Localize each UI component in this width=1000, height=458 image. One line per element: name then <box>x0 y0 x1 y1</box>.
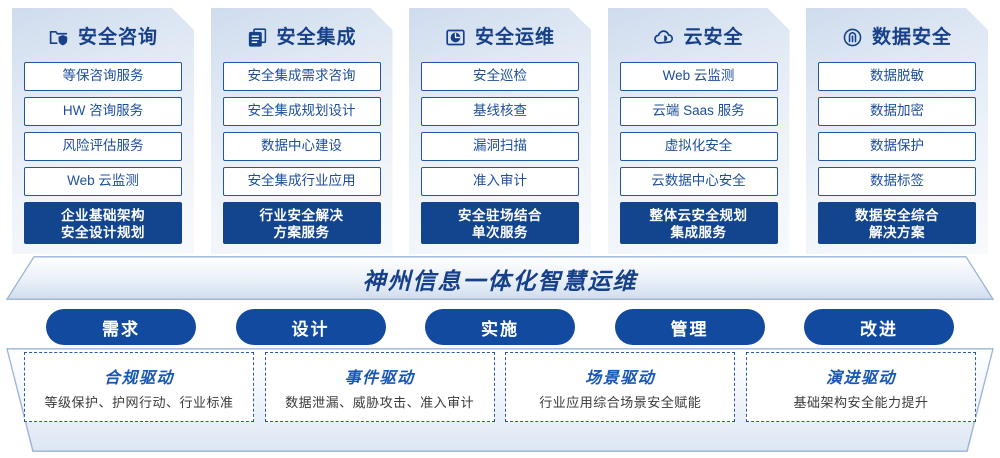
phase-pill-requirements[interactable]: 需求 <box>46 309 196 345</box>
driver-title: 演进驱动 <box>825 369 896 387</box>
list-item[interactable]: 基线核查 <box>421 97 579 126</box>
phase-pill-row: 需求 设计 实施 管理 改进 <box>0 309 1000 347</box>
list-item[interactable]: HW 咨询服务 <box>24 97 182 126</box>
drivers-row: 合规驱动 等级保护、护网行动、行业标准 事件驱动 数据泄漏、威胁攻击、准入审计 … <box>24 352 976 424</box>
list-item[interactable]: Web 云监测 <box>24 167 182 196</box>
phase-pill-improvement[interactable]: 改进 <box>804 309 954 345</box>
card-summary-line: 行业安全解决 <box>259 208 344 223</box>
pillar-card-security-operations[interactable]: 安全运维 安全巡检 基线核查 漏洞扫描 准入审计 安全驻场结合 单次服务 <box>409 8 591 254</box>
card-summary-line: 单次服务 <box>472 225 528 240</box>
card-header: 安全集成 <box>223 18 381 56</box>
driver-description: 行业应用综合场景安全赋能 <box>539 394 702 410</box>
card-item-list: Web 云监测 云端 Saas 服务 虚拟化安全 云数据中心安全 整体云安全规划… <box>620 62 778 244</box>
folder-chart-icon <box>445 26 467 48</box>
list-item[interactable]: 数据保护 <box>818 132 976 161</box>
list-item[interactable]: 风险评估服务 <box>24 132 182 161</box>
card-summary[interactable]: 数据安全综合 解决方案 <box>818 202 976 244</box>
pillar-card-security-consulting[interactable]: 安全咨询 等保咨询服务 HW 咨询服务 风险评估服务 Web 云监测 企业基础架… <box>12 8 194 254</box>
driver-description: 基础架构安全能力提升 <box>793 394 929 410</box>
card-summary[interactable]: 安全驻场结合 单次服务 <box>421 202 579 244</box>
card-item-list: 安全集成需求咨询 安全集成规划设计 数据中心建设 安全集成行业应用 行业安全解决… <box>223 62 381 244</box>
card-header: 云安全 <box>620 18 778 56</box>
card-summary[interactable]: 整体云安全规划 集成服务 <box>620 202 778 244</box>
list-item[interactable]: Web 云监测 <box>620 62 778 91</box>
list-item[interactable]: 安全集成需求咨询 <box>223 62 381 91</box>
driver-box-compliance[interactable]: 合规驱动 等级保护、护网行动、行业标准 <box>24 352 254 422</box>
card-header: 数据安全 <box>818 18 976 56</box>
card-summary-line: 安全驻场结合 <box>458 208 542 223</box>
driver-title: 场景驱动 <box>585 369 656 387</box>
list-item[interactable]: 漏洞扫描 <box>421 132 579 161</box>
driver-box-evolution[interactable]: 演进驱动 基础架构安全能力提升 <box>745 352 976 422</box>
list-item[interactable]: 安全巡检 <box>421 62 579 91</box>
card-summary-line: 整体云安全规划 <box>649 208 748 223</box>
card-summary-line: 集成服务 <box>670 225 727 240</box>
card-item-list: 安全巡检 基线核查 漏洞扫描 准入审计 安全驻场结合 单次服务 <box>421 62 579 244</box>
documents-stack-icon <box>246 26 268 48</box>
platform-banner: 神州信息一体化智慧运维 <box>6 256 994 300</box>
card-item-list: 数据脱敏 数据加密 数据保护 数据标签 数据安全综合 解决方案 <box>818 62 976 244</box>
list-item[interactable]: 云端 Saas 服务 <box>620 97 778 126</box>
driver-title: 合规驱动 <box>103 369 174 387</box>
card-summary-line: 数据安全综合 <box>855 208 939 223</box>
list-item[interactable]: 数据标签 <box>818 167 976 196</box>
list-item[interactable]: 虚拟化安全 <box>620 132 778 161</box>
list-item[interactable]: 数据脱敏 <box>818 62 976 91</box>
card-title: 安全集成 <box>276 26 357 48</box>
card-title: 安全运维 <box>474 26 555 48</box>
pillar-card-data-security[interactable]: 数据安全 数据脱敏 数据加密 数据保护 数据标签 数据安全综合 解决方案 <box>806 8 988 254</box>
card-summary-line: 企业基础架构 <box>61 208 145 223</box>
pillar-card-cloud-security[interactable]: 云安全 Web 云监测 云端 Saas 服务 虚拟化安全 云数据中心安全 整体云… <box>608 8 790 254</box>
cloud-icon <box>653 26 675 48</box>
driver-description: 等级保护、护网行动、行业标准 <box>44 394 234 410</box>
folder-shield-icon <box>48 26 70 48</box>
card-header: 安全咨询 <box>24 18 182 56</box>
card-title: 云安全 <box>683 26 744 48</box>
driver-description: 数据泄漏、威胁攻击、准入审计 <box>285 394 475 410</box>
driver-title: 事件驱动 <box>344 369 415 387</box>
driver-box-incident[interactable]: 事件驱动 数据泄漏、威胁攻击、准入审计 <box>264 352 495 422</box>
pillar-cards-row: 安全咨询 等保咨询服务 HW 咨询服务 风险评估服务 Web 云监测 企业基础架… <box>0 8 1000 256</box>
card-title: 安全咨询 <box>77 26 158 48</box>
list-item[interactable]: 云数据中心安全 <box>620 167 778 196</box>
card-summary-line: 方案服务 <box>273 225 330 240</box>
list-item[interactable]: 安全集成规划设计 <box>223 97 381 126</box>
card-summary[interactable]: 行业安全解决 方案服务 <box>223 202 381 244</box>
phase-pill-implementation[interactable]: 实施 <box>425 309 575 345</box>
card-item-list: 等保咨询服务 HW 咨询服务 风险评估服务 Web 云监测 企业基础架构 安全设… <box>24 62 182 244</box>
platform-banner-title: 神州信息一体化智慧运维 <box>362 268 638 294</box>
card-summary[interactable]: 企业基础架构 安全设计规划 <box>24 202 182 244</box>
list-item[interactable]: 数据加密 <box>818 97 976 126</box>
pillar-card-security-integration[interactable]: 安全集成 安全集成需求咨询 安全集成规划设计 数据中心建设 安全集成行业应用 行… <box>211 8 393 254</box>
card-title: 数据安全 <box>871 26 952 48</box>
list-item[interactable]: 准入审计 <box>421 167 579 196</box>
list-item[interactable]: 数据中心建设 <box>223 132 381 161</box>
list-item[interactable]: 等保咨询服务 <box>24 62 182 91</box>
card-summary-line: 解决方案 <box>869 225 925 240</box>
phase-pill-design[interactable]: 设计 <box>235 309 386 345</box>
card-summary-line: 安全设计规划 <box>61 225 145 240</box>
phase-pill-management[interactable]: 管理 <box>614 309 765 345</box>
card-header: 安全运维 <box>421 18 579 56</box>
fingerprint-shield-icon <box>842 26 864 48</box>
driver-box-scenario[interactable]: 场景驱动 行业应用综合场景安全赋能 <box>505 352 736 422</box>
list-item[interactable]: 安全集成行业应用 <box>223 167 381 196</box>
